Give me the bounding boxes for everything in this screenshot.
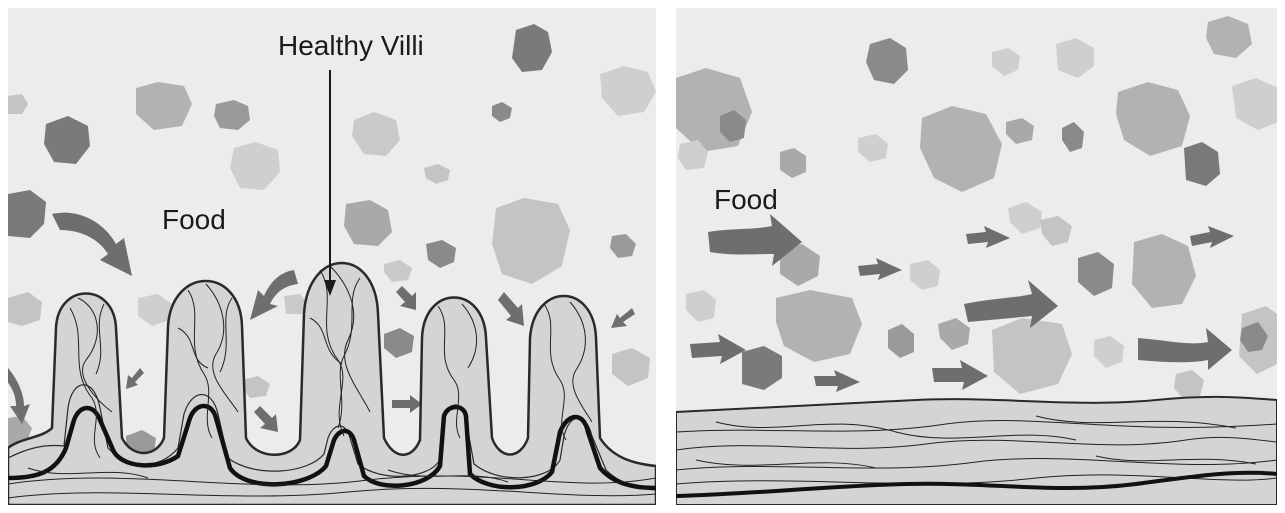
food-particle-icon [492,198,570,284]
flattened-villi-outline [676,397,1277,505]
food-particle-icon [1040,216,1072,246]
food-particle-icon [384,260,412,282]
food-particle-icon [742,346,782,390]
food-particle-icon [136,82,192,130]
flow-arrow-icon [932,360,988,390]
flow-arrow-icon [498,292,524,326]
flow-arrow-icon [126,368,144,389]
flow-arrow-icon [611,308,635,328]
flow-arrow-icon [52,213,132,276]
healthy-villi-label: Healthy Villi [278,30,424,62]
food-particle-icon [992,48,1020,76]
food-particle-icon [1174,370,1204,400]
food-particle-icon [344,200,392,246]
flattened-villi-tissue [676,397,1277,505]
flow-arrow-icon [1138,328,1232,370]
food-particle-icon [426,240,456,268]
food-particle-icon [610,234,636,258]
food-particle-icon [1056,38,1094,78]
food-particle-icon [676,68,752,152]
food-particle-icon [888,324,914,358]
food-particle-icon [492,102,512,122]
flow-arrow-icon [690,334,746,364]
food-particle-icon [1206,16,1252,58]
food-particle-icon [910,260,940,290]
food-particle-icon [352,112,400,156]
food-particle-icon [8,292,42,326]
food-particle-icon [1232,78,1277,130]
flow-arrow-icon [858,258,902,280]
flow-arrow-icon [1190,226,1234,248]
food-particle-icon [780,148,806,178]
food-particle-icon [44,116,90,164]
food-particle-icon [992,318,1072,394]
food-particle-icon [1078,252,1114,296]
food-particle-icon [1116,82,1190,156]
food-particle-icon [920,106,1002,192]
food-particle-icon [512,24,552,72]
food-particle-icon [230,142,280,190]
food-particle-icon [138,294,172,326]
food-particle-icon [1132,234,1196,308]
food-particle-icon [1094,336,1124,368]
food-particle-icon [600,66,656,116]
food-particle-icon [612,348,650,386]
food-label: Food [714,184,778,216]
food-particle-icon [1006,118,1034,144]
food-particle-icon [858,134,888,162]
flattened-villi-panel: Food [676,8,1277,505]
food-particle-icon [242,376,270,398]
flow-arrow-icon [254,406,278,432]
villi-outline [8,263,656,505]
flow-arrow-icon [966,226,1010,248]
flow-arrow-icon [814,370,860,392]
food-particle-icon [8,94,28,114]
food-particle-icon [384,328,414,358]
pointer-arrow-icon [324,70,336,296]
food-particle-icon [8,190,46,238]
food-particle-icon [938,318,970,350]
flow-arrow-icon [396,286,416,310]
food-particle-icon [1008,202,1042,234]
flattened-villi-illustration [676,8,1277,505]
food-particle-icon [214,100,250,130]
flow-arrow-icon [392,395,422,413]
healthy-villi-illustration [8,8,656,505]
food-particle-icon [686,290,716,322]
food-particle-icon [424,164,450,184]
food-particle-icon [776,290,862,362]
flow-arrow-icon [964,280,1058,328]
healthy-villi-panel: Healthy Villi Food [8,8,656,505]
food-particle-icon [1062,122,1084,152]
food-particle-icon [1184,142,1220,186]
food-label: Food [162,204,226,236]
villi-tissue [8,263,656,505]
food-particle-icon [866,38,908,84]
flow-arrow-icon [8,368,30,424]
